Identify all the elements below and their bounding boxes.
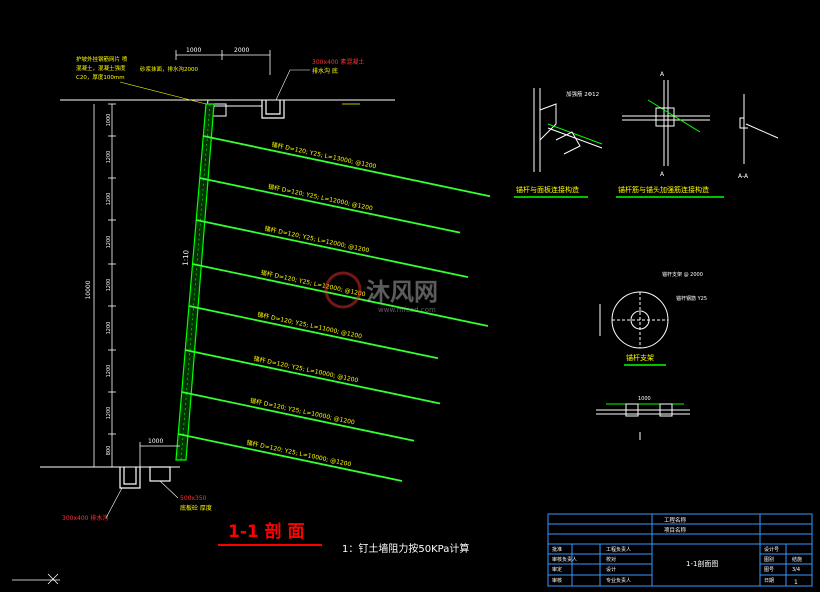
bottom-detail-dim: 1000 (638, 396, 651, 402)
toe-note: 500x350 (180, 495, 207, 502)
soil-nail-label-5: 锚杆 D=120; Y25; L=11000; @1200 (257, 310, 363, 340)
left-dimension: 1000 1200 1200 1200 1200 1200 1200 1200 800 1000… (85, 103, 116, 468)
detail2-title: 锚杆筋与锚头加强筋连接构造 (618, 185, 709, 194)
top-dim-2000: 2000 (234, 47, 249, 54)
toe-drain (119, 466, 171, 489)
title-block-text: 工程名称 项目名称 1-1剖面图 批准 工程负责人 审核负责人 校对 审定 设计… (552, 516, 802, 586)
soil-nail-1 (203, 135, 491, 198)
left-dim-label-8: 1200 (106, 407, 112, 420)
support-note-1: 锚杆支架 @ 2000 (662, 271, 703, 278)
tb-project-sub: 项目名称 (664, 526, 687, 534)
detail-3 (739, 94, 779, 164)
tb-right-label-4: 日期 (764, 578, 774, 584)
bottom-detail (596, 403, 690, 440)
slope-label: 1:10 (181, 250, 190, 266)
crest-drain-note-2: 排水沟 底 (312, 67, 338, 75)
section-a-top: A (660, 71, 665, 78)
left-dim-label-7: 1200 (106, 365, 112, 378)
tb-row2-col2: 校对 (606, 556, 616, 563)
crest-note-3: C20，厚度100mm (76, 73, 125, 81)
tb-right-label-2: 图别 (764, 556, 774, 563)
title-block (547, 513, 813, 587)
detail1-note: 加强筋 2Φ12 (566, 90, 599, 98)
anchor-support (599, 291, 669, 349)
bottom-dimension (139, 442, 180, 467)
toe-note-2: 底板砼 厚度 (180, 504, 212, 512)
tb-row4-col2: 专业负责人 (606, 577, 631, 584)
tb-row1-col2: 工程负责人 (606, 546, 631, 553)
soil-nail-6 (185, 349, 441, 405)
left-dim-label-3: 1200 (106, 193, 112, 206)
bottom-dim-1000: 1000 (148, 438, 163, 445)
section-subtitle: 1：钉土墙阻力按50KPa计算 (342, 542, 469, 555)
soil-nail-label-2: 锚杆 D=120; Y25; L=12000; @1200 (267, 182, 373, 212)
soil-nail-2 (199, 177, 461, 234)
crest-note-2: 混凝土，混凝土强度 (76, 64, 126, 72)
support-title: 锚杆支架 (626, 353, 654, 362)
detail3-label: A-A (738, 173, 749, 180)
top-dim-1000: 1000 (186, 47, 201, 54)
left-dim-label-4: 1200 (106, 236, 112, 249)
section-title: 1-1 剖 面 (228, 521, 305, 542)
support-note-2: 锚杆钢筋 Y25 (676, 295, 707, 302)
detail-2 (622, 80, 710, 166)
tb-sheet: 1 (794, 579, 798, 586)
watermark: 沐风网 www.mfcad.com (324, 271, 438, 314)
soil-nail-label-4: 锚杆 D=120; Y25; L=12000; @1200 (260, 268, 366, 298)
tb-row2-col1: 审核负责人 (552, 556, 577, 563)
soil-nail-3 (196, 219, 469, 278)
ground-lines (40, 99, 395, 468)
watermark-text: 沐风网 (366, 278, 438, 306)
tb-row4-col1: 审核 (552, 577, 562, 584)
crest-note-4: 砂浆抹面，排水沟2000 (140, 65, 198, 73)
crest-notes: 护坡外挂钢筋网片 喷 混凝土，混凝土强度 C20，厚度100mm 砂浆抹面，排水… (76, 55, 364, 105)
ucs-icon (12, 573, 60, 585)
nails-group: 锚杆 D=120; Y25; L=13000; @1200 锚杆 D=120; Y… (178, 135, 491, 482)
left-dim-label-1: 1000 (106, 114, 112, 127)
tb-row1-col1: 批准 (552, 546, 562, 553)
detail-1 (533, 88, 603, 172)
soil-nail-label-1: 锚杆 D=120; Y25; L=13000; @1200 (271, 140, 377, 170)
left-dim-label-6: 1200 (106, 322, 112, 335)
soil-nail-label-6: 锚杆 D=120; Y25; L=10000; @1200 (253, 354, 359, 384)
top-dimension (175, 50, 271, 75)
toe-drain-label: 300x400 排水沟 (62, 514, 108, 522)
soil-nail-7 (181, 391, 415, 442)
soil-nail-5 (188, 305, 439, 360)
detail1-title: 锚杆与面板连接构造 (516, 185, 579, 194)
left-dim-label-5: 1200 (106, 279, 112, 292)
tb-right-value-2: 结施 (792, 556, 802, 563)
tb-row3-col1: 审定 (552, 566, 562, 573)
tb-row3-col2: 设计 (606, 566, 616, 573)
crest-drain (261, 100, 285, 119)
nail-wall (175, 103, 215, 461)
soil-nail-label-7: 锚杆 D=120; Y25; L=10000; @1200 (249, 396, 355, 426)
section-a-bottom: A (660, 171, 665, 178)
crest-note-1: 护坡外挂钢筋网片 喷 (76, 55, 128, 63)
tb-drawing-name: 1-1剖面图 (686, 559, 718, 568)
left-ticks: 1000 1200 1200 1200 1200 1200 1200 1200 800 (106, 103, 116, 468)
soil-nail-label-3: 锚杆 D=120; Y25; L=12000; @1200 (264, 224, 370, 254)
crest-cap (205, 99, 263, 119)
left-dim-label-2: 1200 (106, 151, 112, 164)
soil-nail-4 (192, 263, 489, 327)
tb-right-label-1: 设计号 (764, 546, 779, 553)
tb-right-label-3: 图号 (764, 567, 774, 573)
total-height-label: 10000 (85, 280, 92, 299)
crest-drain-note: 300x400 素混凝土 (312, 58, 364, 66)
soil-nail-label-8: 锚杆 D=120; Y25; L=10000; @1200 (246, 438, 352, 468)
tb-project-label: 工程名称 (664, 516, 687, 524)
tb-right-value-3: 3/4 (792, 567, 800, 573)
left-dim-label-9: 800 (106, 446, 112, 456)
soil-nail-8 (178, 433, 403, 482)
watermark-url: www.mfcad.com (378, 306, 436, 314)
